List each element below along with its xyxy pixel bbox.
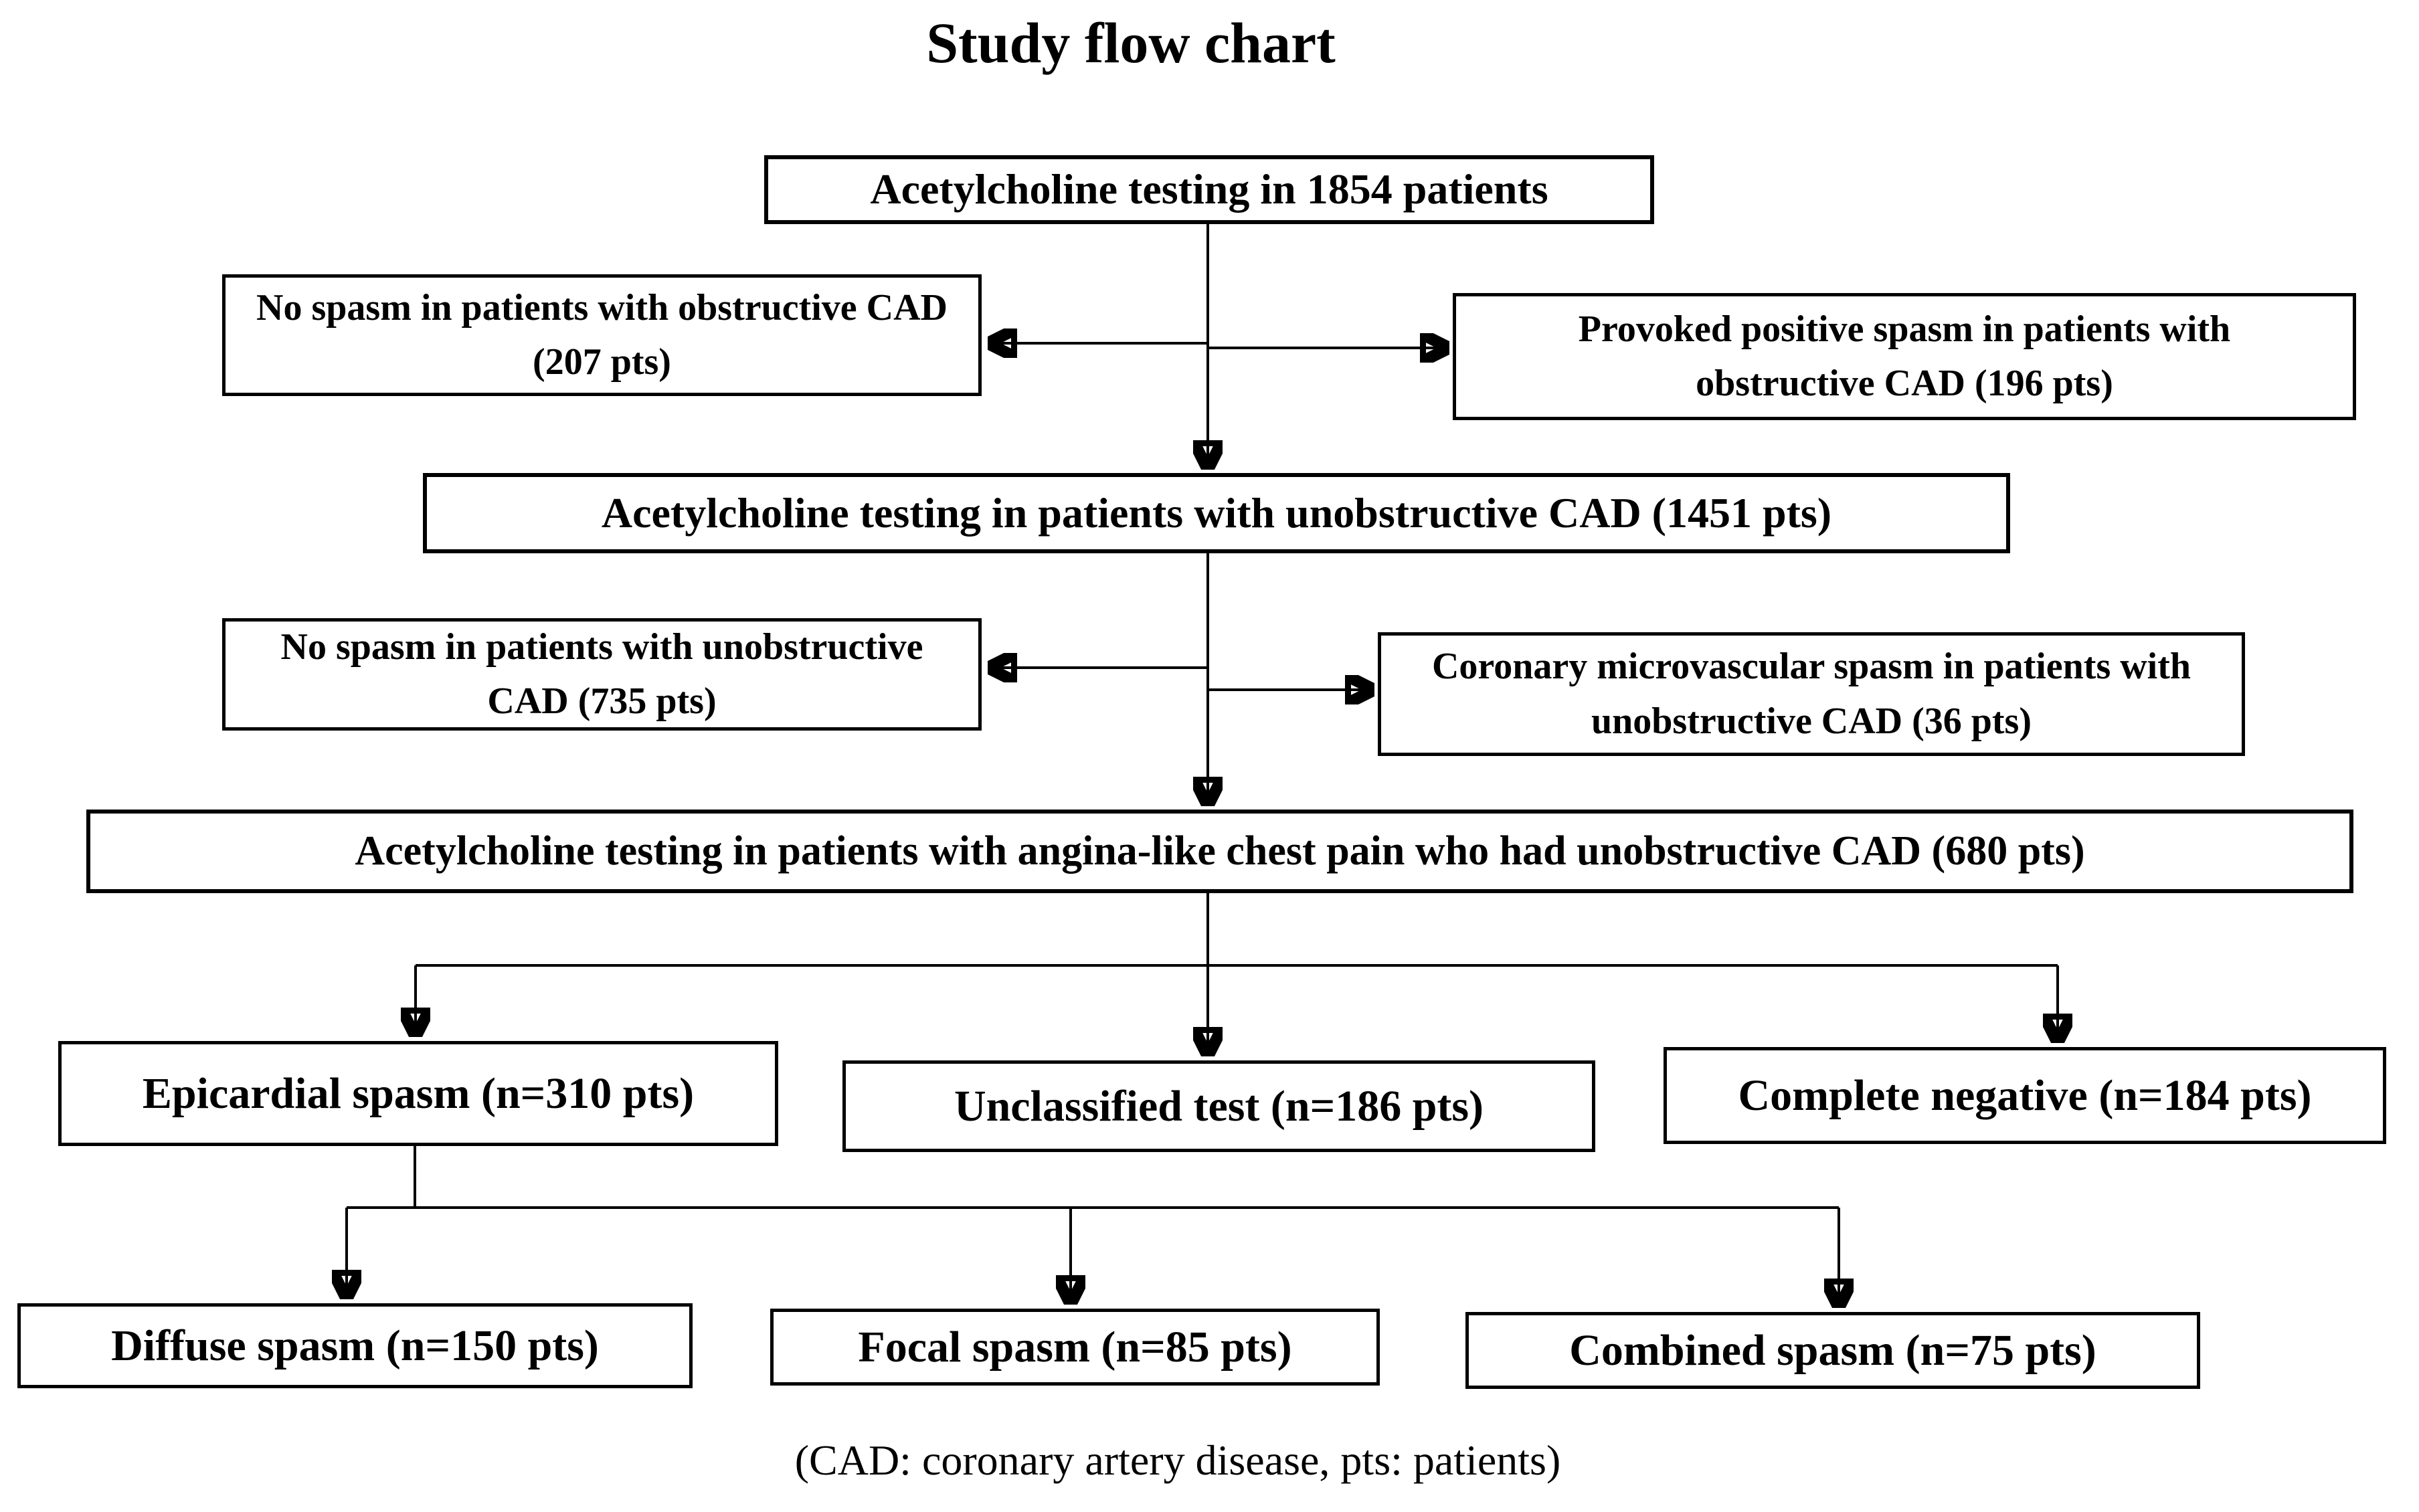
node-acetylcholine-angina-like: Acetylcholine testing in patients with a… [86,810,2353,893]
node-provoked-positive-spasm: Provoked positive spasm in patients with… [1453,293,2356,420]
node-diffuse-spasm: Diffuse spasm (n=150 pts) [17,1303,693,1388]
node-acetylcholine-unobstructive: Acetylcholine testing in patients with u… [423,473,2010,553]
node-label: Acetylcholine testing in patients with a… [355,828,2085,874]
node-label: Acetylcholine testing in 1854 patients [870,165,1548,213]
node-label: Diffuse spasm (n=150 pts) [111,1321,599,1370]
node-unclassified-test: Unclassified test (n=186 pts) [842,1060,1595,1152]
node-label: Epicardial spasm (n=310 pts) [142,1068,695,1118]
node-label: Combined spasm (n=75 pts) [1569,1325,2096,1375]
node-coronary-microvascular-spasm: Coronary microvascular spasm in patients… [1378,632,2245,756]
abbreviations-footnote: (CAD: coronary artery disease, pts: pati… [794,1436,1561,1484]
node-label: Unclassified test (n=186 pts) [954,1081,1484,1131]
node-label: Coronary microvascular spasm in patients… [1431,646,2191,742]
node-epicardial-spasm: Epicardial spasm (n=310 pts) [58,1041,778,1146]
chart-title: Study flow chart [926,11,1336,75]
edge-angina-branch-rail [416,893,2058,967]
node-combined-spasm: Combined spasm (n=75 pts) [1465,1312,2200,1389]
node-no-spasm-unobstructive: No spasm in patients with unobstructive … [222,618,982,731]
node-complete-negative: Complete negative (n=184 pts) [1664,1047,2386,1144]
edge-epicardial-branch-rail [347,1146,1839,1209]
node-label: Provoked positive spasm in patients with… [1578,308,2231,404]
node-label: Acetylcholine testing in patients with u… [601,488,1832,537]
node-acetylcholine-1854: Acetylcholine testing in 1854 patients [764,155,1654,224]
node-no-spasm-obstructive: No spasm in patients with obstructive CA… [222,274,982,396]
node-label: Complete negative (n=184 pts) [1738,1070,2312,1120]
node-label: No spasm in patients with obstructive CA… [256,286,948,383]
node-focal-spasm: Focal spasm (n=85 pts) [770,1309,1380,1386]
node-label: Focal spasm (n=85 pts) [858,1322,1292,1372]
node-label: No spasm in patients with unobstructive … [280,626,923,722]
